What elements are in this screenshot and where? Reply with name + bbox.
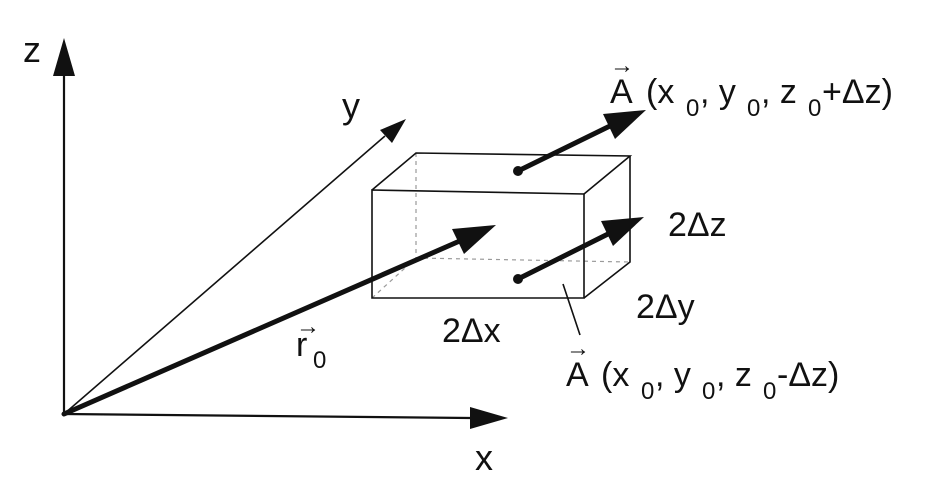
svg-text:r: r (296, 326, 307, 364)
x-axis-arrowhead (470, 407, 508, 429)
dimension-2dz: 2Δz (668, 206, 727, 244)
bottom-label-leader (562, 283, 581, 336)
dimension-2dx: 2Δx (442, 312, 501, 350)
svg-text:→: → (296, 313, 320, 340)
svg-text:0: 0 (747, 95, 760, 122)
svg-text:A: A (610, 73, 633, 111)
dimension-2dy: 2Δy (636, 288, 695, 326)
z-axis-label: z (23, 29, 41, 70)
svg-text:-Δz): -Δz) (777, 356, 839, 394)
box-hidden-edges (371, 153, 631, 299)
y-axis-label: y (342, 85, 360, 126)
z-axis-arrowhead (53, 38, 75, 76)
svg-text:0: 0 (808, 95, 821, 122)
r0-arrowhead (452, 225, 496, 254)
svg-text:(x: (x (601, 356, 629, 394)
field-vector-top (515, 122, 615, 174)
field-vector-bottom (515, 230, 613, 282)
field-vector-bottom-arrowhead (601, 217, 644, 246)
field-top-label: → A (x 0 , y 0 , z 0 +Δz) (610, 52, 893, 122)
svg-text:, y: , y (655, 356, 691, 394)
svg-text:+Δz): +Δz) (822, 73, 893, 111)
svg-text:0: 0 (763, 378, 776, 405)
svg-text:(x: (x (646, 73, 674, 111)
svg-text:, y: , y (700, 73, 736, 111)
svg-text:, z: , z (716, 356, 752, 394)
volume-box (371, 152, 633, 299)
x-axis-label: x (475, 437, 493, 478)
x-axis (63, 412, 471, 420)
y-axis-arrowhead (380, 119, 406, 143)
svg-text:0: 0 (702, 378, 715, 405)
field-vector-top-arrowhead (603, 110, 646, 139)
svg-text:0: 0 (641, 378, 654, 405)
svg-text:, z: , z (761, 73, 797, 111)
y-axis (63, 135, 386, 415)
svg-text:→: → (610, 52, 634, 79)
svg-text:0: 0 (313, 347, 326, 374)
svg-text:0: 0 (686, 95, 699, 122)
svg-text:→: → (566, 335, 590, 362)
position-vector-r0 (61, 237, 465, 417)
r0-label: r 0 → (296, 313, 326, 374)
field-bottom-label: → A (x 0 , y 0 , z 0 -Δz) (566, 335, 839, 405)
svg-text:A: A (566, 356, 589, 394)
